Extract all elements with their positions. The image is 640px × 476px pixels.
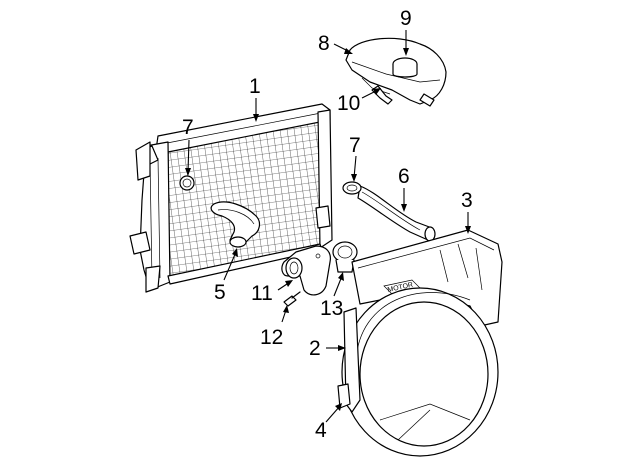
reservoir-part xyxy=(345,37,447,107)
thermostat-housing-part xyxy=(281,245,331,296)
callout-6: 6 xyxy=(398,165,410,188)
callout-7-hose: 7 xyxy=(349,134,361,157)
callout-11: 11 xyxy=(251,282,273,305)
callout-4: 4 xyxy=(315,419,327,442)
callout-13: 13 xyxy=(320,297,344,320)
callout-2: 2 xyxy=(309,337,321,360)
callout-7-radiator: 7 xyxy=(182,116,194,139)
upper-hose-part xyxy=(357,185,436,242)
fan-shroud-part: MOTOR xyxy=(337,229,503,457)
hose-clamp-part xyxy=(342,181,362,195)
radiator-part xyxy=(129,103,333,293)
leader-lines xyxy=(185,30,471,423)
bolt-part xyxy=(283,291,301,307)
callout-8: 8 xyxy=(318,32,330,55)
callout-5: 5 xyxy=(214,281,226,304)
callout-3: 3 xyxy=(461,189,473,212)
callout-12: 12 xyxy=(260,326,284,349)
callout-10: 10 xyxy=(337,92,361,115)
callout-9: 9 xyxy=(400,7,412,30)
lower-hose-part xyxy=(210,201,261,248)
callout-1: 1 xyxy=(249,75,261,98)
